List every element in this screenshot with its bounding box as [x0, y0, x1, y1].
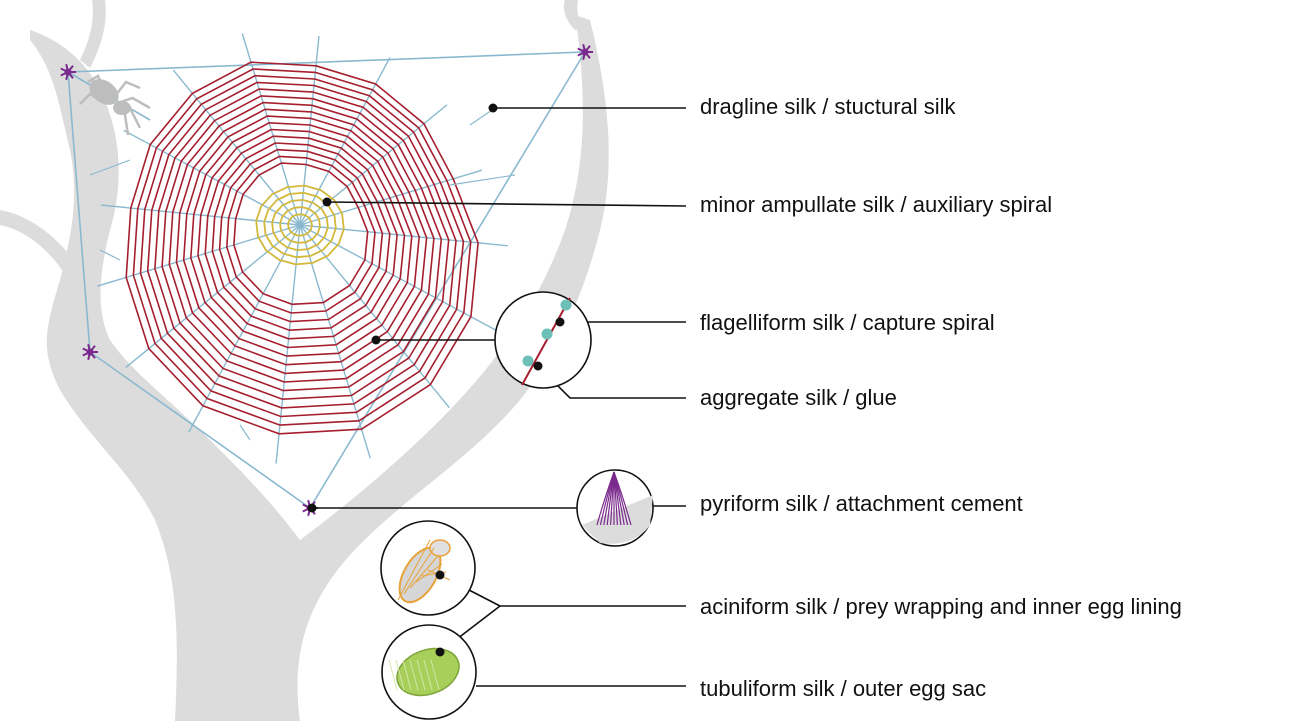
frame-connectors [89, 107, 516, 441]
dragline-leader-dot [488, 103, 498, 113]
egg-sac-thread [423, 659, 433, 691]
tree-top-twig [80, 0, 106, 68]
prey-head [429, 539, 451, 557]
attachment-dot [581, 48, 589, 56]
tree-trunk [30, 15, 609, 721]
egg-sac-thread [402, 659, 412, 691]
label-aciniform-silk: aciniform silk / prey wrapping and inner… [700, 594, 1182, 619]
attachment-dot [86, 348, 94, 356]
capture-spiral-ring [189, 121, 413, 357]
glue-inset [494, 291, 592, 389]
auxiliary-spiral-ring [255, 184, 345, 266]
spider-icon [79, 74, 151, 136]
label-minor-ampullate-silk: minor ampullate silk / auxiliary spiral [700, 192, 1053, 217]
radial-thread [299, 57, 391, 226]
label-flagelliform-silk: flagelliform silk / capture spiral [700, 310, 995, 335]
minor-ampullate-leader [326, 201, 687, 207]
capture-spiral-ring [204, 135, 398, 340]
wrap-thread [409, 555, 439, 589]
capture-spiral-ring [182, 115, 421, 366]
tree-left-twig [0, 210, 75, 275]
spider-head [113, 101, 131, 115]
capture-spiral-ring [197, 128, 406, 349]
capture-spiral-ring [218, 148, 384, 323]
pyriform-inset [576, 469, 654, 547]
spider-leg [87, 74, 110, 101]
capture-spiral [125, 61, 479, 435]
wrap-thread [415, 563, 443, 583]
label-pyriform-silk: pyriform silk / attachment cement [700, 491, 1023, 516]
egg-sac-thread [416, 659, 426, 691]
spider-leg [79, 92, 101, 105]
egg-sac-thread [409, 659, 419, 691]
frame-connector [449, 174, 516, 186]
capture-spiral-ring [211, 142, 391, 332]
web [60, 33, 593, 517]
capture-spiral-ring [225, 155, 376, 314]
egg-sac [396, 647, 460, 697]
glue-droplet [560, 299, 572, 311]
spider-leg [111, 80, 141, 101]
capture-spiral-ring [139, 74, 465, 418]
glue-droplet [522, 355, 534, 367]
egg-sac-thread [395, 659, 405, 691]
pyriform-thread [613, 471, 632, 526]
capture-spiral-ring [161, 95, 443, 392]
auxiliary-spiral-ring [287, 213, 313, 237]
capture-spiral-ring [154, 88, 450, 401]
capture-spiral-ring [146, 81, 457, 409]
label-tubuliform-silk: tubuliform silk / outer egg sac [700, 676, 987, 701]
capture-spiral-ring [175, 108, 428, 375]
attachment-cement [577, 43, 593, 61]
tree-branches [0, 0, 609, 721]
radial-thread [299, 104, 448, 226]
capture-spiral-ring [233, 162, 369, 306]
spider-leg [118, 104, 130, 136]
capture-spiral-ring [168, 101, 435, 383]
auxiliary-spiral-ring [263, 191, 337, 259]
egg-sac-inset [381, 624, 477, 720]
annotations [307, 103, 687, 720]
aggregate-dot [533, 361, 543, 371]
attachment-dot [64, 68, 72, 76]
label-dragline-silk: dragline silk / stuctural silk [700, 94, 956, 119]
egg-sac-thread [388, 659, 398, 691]
auxiliary-spiral-ring [271, 198, 329, 252]
prey-wrap-inset [380, 520, 476, 616]
frame-connector [99, 249, 121, 261]
capture-spiral-leader-dot [371, 335, 381, 345]
pyriform-leader-dot [307, 503, 317, 513]
radial-thread [299, 169, 483, 226]
glue-inset-circle [494, 291, 592, 389]
frame-connector [89, 159, 131, 176]
capture-spiral-ring [132, 68, 472, 426]
attachment-cement [60, 63, 76, 81]
aciniform-prey-dot [435, 570, 445, 580]
minor-ampullate-leader-dot [322, 197, 332, 207]
egg-sac-thread [430, 659, 440, 691]
auxiliary-spiral-ring [279, 206, 321, 244]
spider-leg [114, 96, 151, 110]
label-aggregate-silk: aggregate silk / glue [700, 385, 897, 410]
wrap-thread [403, 547, 435, 595]
capture-spiral-ring [125, 61, 479, 435]
tree-right-twig [563, 0, 585, 30]
glue-droplet [541, 328, 553, 340]
flagelliform-dot [555, 317, 565, 327]
frame-connector [239, 424, 251, 441]
attachment-cement [82, 343, 98, 361]
auxiliary-spiral [255, 184, 345, 266]
wrap-thread [397, 539, 431, 601]
capture-thread [521, 297, 571, 386]
aciniform-egg-dot [435, 647, 445, 657]
